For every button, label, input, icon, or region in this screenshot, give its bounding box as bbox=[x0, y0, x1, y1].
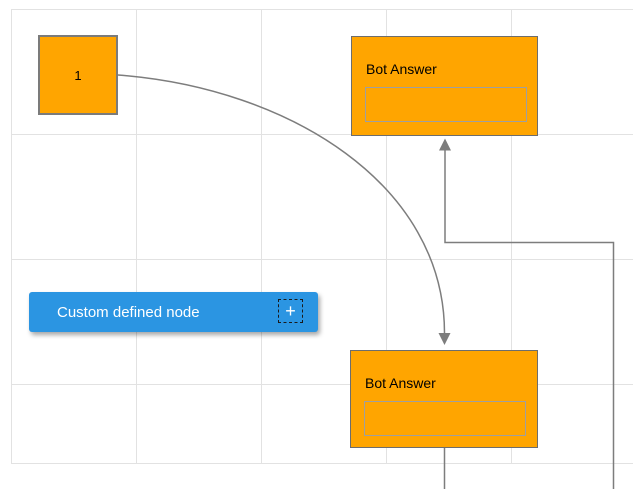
node-title: Bot Answer bbox=[365, 375, 436, 391]
node-title: Bot Answer bbox=[366, 61, 437, 77]
add-node-button[interactable]: + bbox=[278, 299, 303, 323]
annotation-text-box bbox=[365, 87, 527, 122]
node-bot-answer-bottom[interactable]: Bot Answer bbox=[350, 350, 538, 448]
node-custom-label: Custom defined node bbox=[57, 303, 200, 321]
arrowhead-up-icon bbox=[439, 138, 451, 151]
orthogonal-connector[interactable] bbox=[439, 138, 615, 489]
annotation-text-box bbox=[364, 401, 526, 436]
bezier-connector[interactable] bbox=[117, 74, 451, 345]
node-start-square[interactable]: 1 bbox=[38, 35, 118, 115]
node-start-label: 1 bbox=[74, 67, 82, 83]
plus-icon: + bbox=[285, 301, 296, 321]
node-custom-defined[interactable]: Custom defined node + bbox=[29, 292, 318, 332]
arrowhead-down-icon bbox=[438, 333, 451, 345]
node-bot-answer-top[interactable]: Bot Answer bbox=[351, 36, 538, 136]
